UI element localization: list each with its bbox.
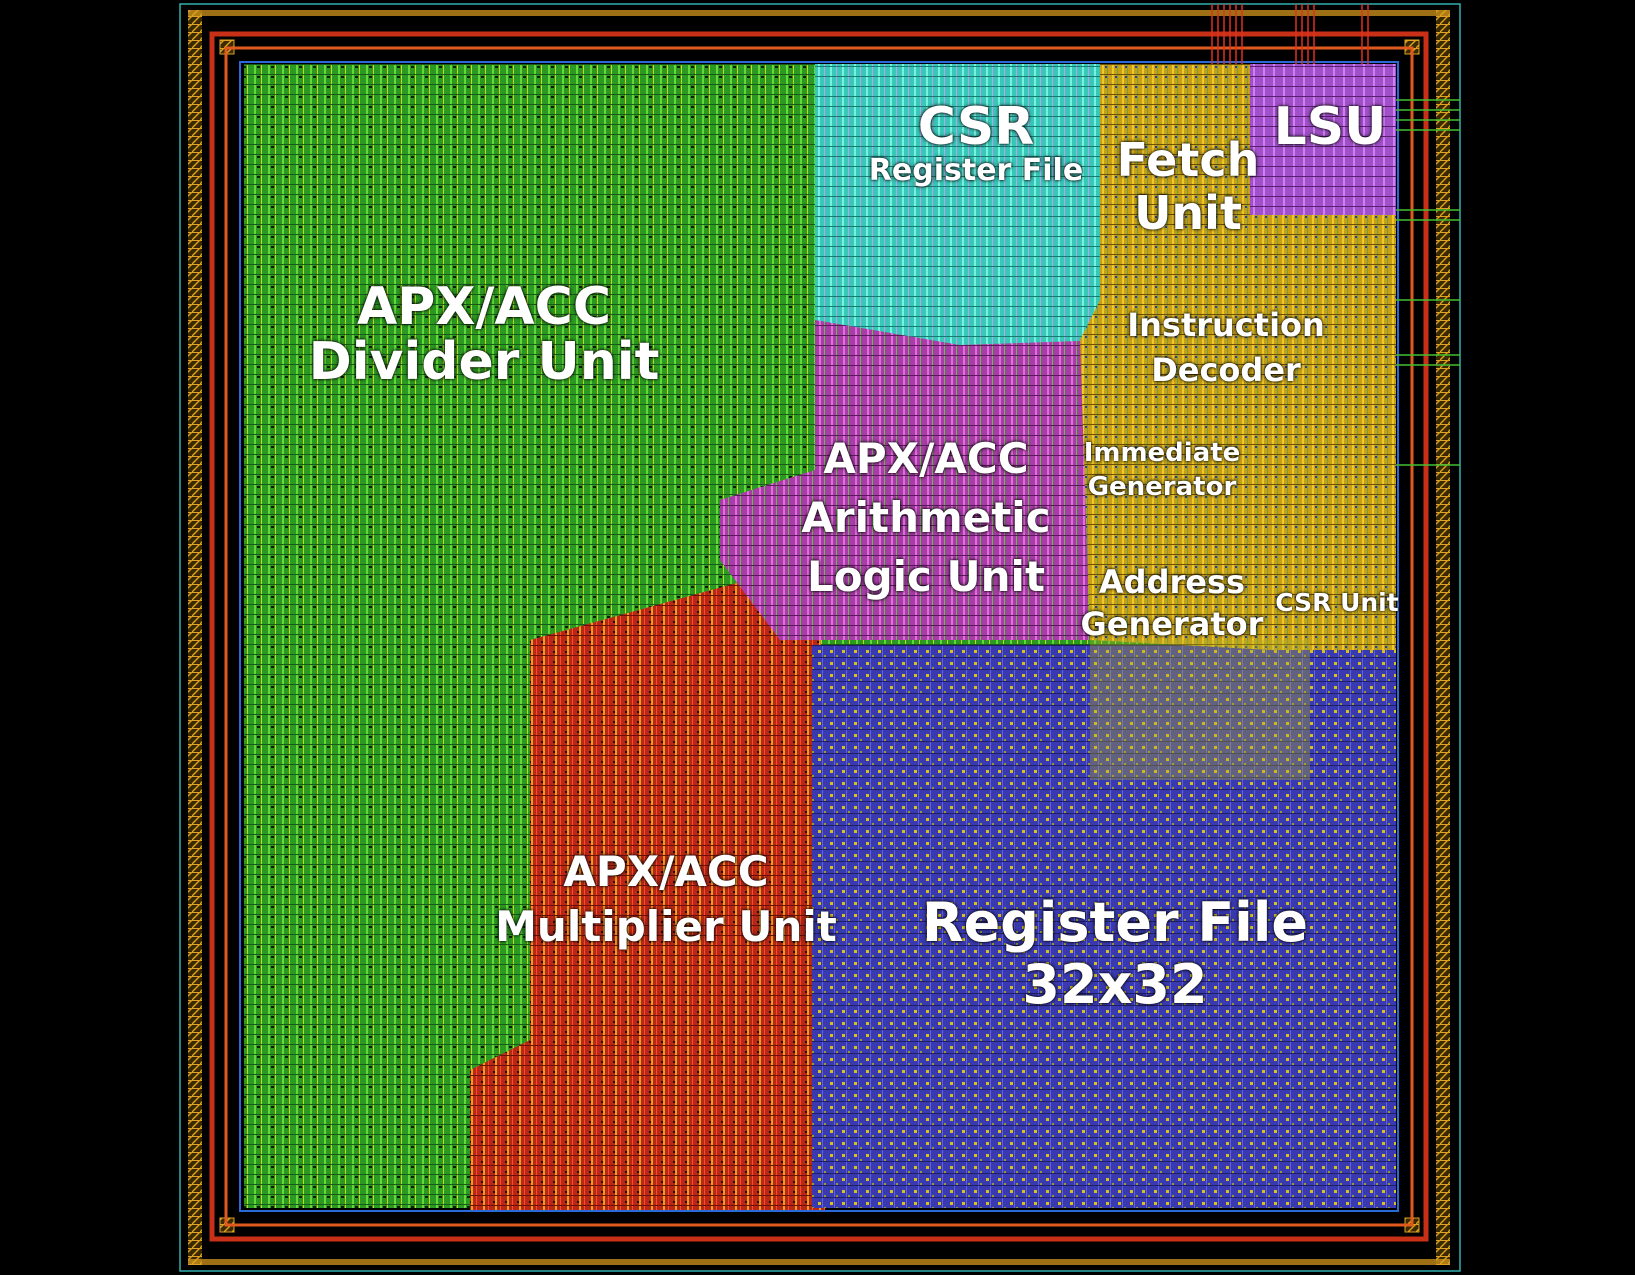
- label-immediate-line1: Immediate: [1083, 438, 1241, 468]
- label-csr-line2: Register File: [868, 152, 1084, 188]
- core-boundary: [239, 61, 1399, 1212]
- io-ring-bottom: [188, 1259, 1450, 1265]
- region-multiplier: [470, 560, 825, 1210]
- label-multiplier-line1: APX/ACC: [563, 847, 769, 896]
- label-immediate-generator: Immediate Generator: [1084, 437, 1241, 505]
- label-address-line1: Address: [1098, 563, 1246, 601]
- label-multiplier-unit: APX/ACC Multiplier Unit: [495, 845, 837, 954]
- region-register-file: [812, 645, 1396, 1208]
- right-io-pins: [1396, 99, 1460, 466]
- label-csr-register-file: CSR Register File: [869, 100, 1083, 186]
- label-address-generator: Address Generator: [1081, 562, 1264, 645]
- label-instruction-decoder: Instruction Decoder: [1127, 303, 1325, 393]
- power-ring-outer: [209, 31, 1429, 1242]
- label-alu: APX/ACC Arithmetic Logic Unit: [801, 430, 1050, 606]
- label-immediate-line2: Generator: [1087, 471, 1237, 502]
- label-multiplier-line2: Multiplier Unit: [495, 901, 837, 951]
- label-fetch-line1: Fetch: [1116, 133, 1260, 187]
- label-register-file-line2: 32x32: [1022, 953, 1208, 1017]
- label-divider-line1: APX/ACC: [356, 277, 611, 337]
- label-divider-line2: Divider Unit: [308, 331, 660, 392]
- label-csr-unit: CSR Unit: [1275, 588, 1399, 617]
- label-divider-unit: APX/ACC Divider Unit: [309, 280, 660, 389]
- region-blend: [1090, 640, 1310, 780]
- region-lsu: [1250, 64, 1396, 215]
- io-ring-right: [1436, 10, 1450, 1265]
- label-alu-line2: Arithmetic: [801, 492, 1051, 542]
- label-register-file: Register File 32x32: [922, 891, 1308, 1017]
- label-alu-line3: Logic Unit: [806, 551, 1046, 601]
- top-io-pins: [1211, 4, 1369, 64]
- label-register-file-line1: Register File: [922, 891, 1308, 954]
- label-lsu-line1: LSU: [1273, 97, 1387, 157]
- label-alu-line1: APX/ACC: [823, 434, 1029, 483]
- label-fetch-line2: Unit: [1134, 185, 1242, 240]
- io-ring-left: [188, 10, 202, 1265]
- io-ring-top: [188, 10, 1450, 16]
- power-ring-inner: [224, 46, 1414, 1227]
- label-decoder-line1: Instruction: [1127, 306, 1325, 344]
- region-csr-register-file: [815, 64, 1110, 345]
- label-lsu: LSU: [1274, 100, 1387, 155]
- label-address-line2: Generator: [1080, 604, 1264, 643]
- label-fetch-unit: Fetch Unit: [1117, 134, 1260, 240]
- label-csr-unit-line1: CSR Unit: [1275, 588, 1399, 617]
- label-decoder-line2: Decoder: [1151, 350, 1301, 389]
- label-csr-line1: CSR: [917, 97, 1035, 157]
- io-ring-outer: [179, 3, 1461, 1272]
